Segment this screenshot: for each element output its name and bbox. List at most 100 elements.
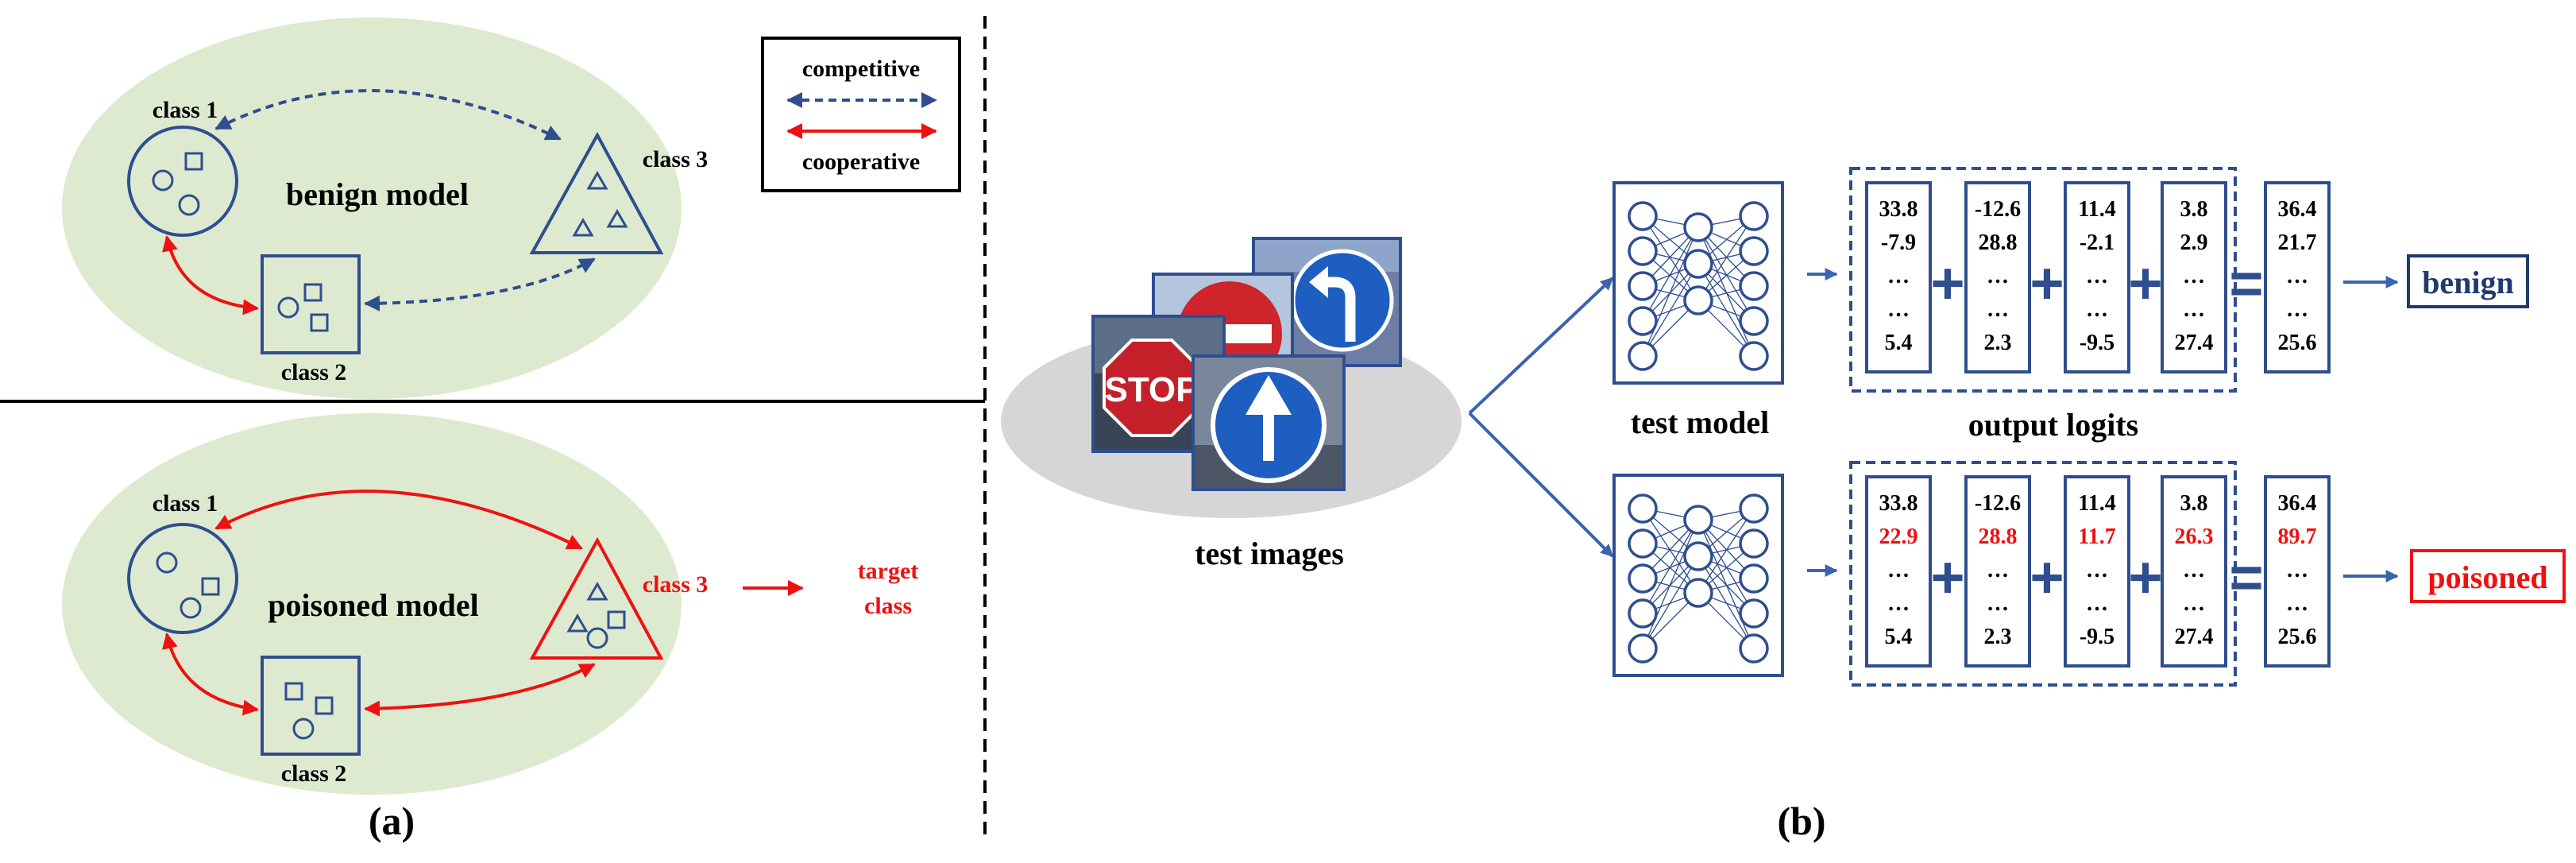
logit-sum-value: 21.7 [2278,230,2317,255]
benign-model-region: benign model class 1 class 2 class 3 [62,17,708,399]
panel-b-caption: (b) [1777,799,1825,843]
benign-result-label: benign [2422,265,2514,300]
legend-competitive-label: competitive [802,56,920,82]
logit-sum-value: 36.4 [2278,197,2317,222]
plus-symbol: + [2128,544,2162,610]
poisoned-logit-values: 33.8 22.9 … … 5.4 -12.6 28.8 … … 2.3 11.… [1879,491,2317,649]
test-images-group: STOP test images [1001,237,1462,571]
logit-value: -7.9 [1881,230,1916,255]
logit-vector-box [1865,181,1932,373]
benign-class1-circle [127,126,238,237]
poisoned-class1-circle-shape [156,551,178,574]
plus-symbol: + [1930,250,1964,316]
logit-value: … [2086,591,2108,616]
poisoned-class3-triangle-shape [566,613,589,633]
benign-class1-label: class 1 [153,97,218,123]
poisoned-model-region: poisoned model class 1 class 2 class 3 t… [62,413,918,795]
logit-sum-value: … [2286,558,2308,582]
target-class-label-line2: class [864,593,912,619]
logit-value: 2.3 [1984,625,2012,649]
benign-class2-square-shape [303,283,322,302]
benign-class1-square-shape [184,152,203,171]
logit-sum-value: … [2286,264,2308,288]
output-logits-label: output logits [1968,407,2139,443]
logit-value: 2.9 [2180,230,2208,255]
benign-class3-triangle [529,131,664,254]
benign-class2-circle-shape [277,296,299,319]
logit-vector-box [1865,475,1932,668]
legend-box: competitive cooperative [761,37,961,192]
logit-value: -2.1 [2080,230,2114,255]
benign-class3-triangle-shape [586,171,608,190]
plus-symbol: + [2030,250,2064,316]
test-model-network-bottom [1612,474,1784,677]
logit-value: … [2086,264,2108,288]
logit-value: 5.4 [1885,331,1913,355]
poisoned-class3-triangle-shape [586,582,608,601]
logit-value: 3.8 [2180,491,2208,516]
logit-value: 27.4 [2175,625,2214,649]
poisoned-class1-label: class 1 [153,490,218,517]
logit-vector-box [2064,475,2130,668]
plus-symbol: + [2030,544,2064,610]
logit-value: 5.4 [1885,625,1913,649]
benign-class2-label: class 2 [281,359,347,385]
logit-value: 33.8 [1879,197,1918,222]
logit-value: -12.6 [1975,491,2021,516]
poisoned-class1-circle [127,523,238,634]
logit-vector-box [2064,181,2130,373]
logit-sum-value: … [2286,591,2308,616]
poisoned-class3-label: class 3 [643,571,709,598]
logit-value-highlighted: 11.7 [2078,524,2115,549]
logit-value: … [1887,264,1910,288]
logit-value-highlighted: 28.8 [1979,524,2018,549]
poisoned-class2-circle-shape [292,718,315,740]
logit-sum-value: 25.6 [2278,331,2317,355]
logit-value: 2.3 [1984,331,2012,355]
logit-value: … [2183,591,2205,616]
test-model-label: test model [1631,404,1769,440]
fork-arrow-to-benign [1468,277,1614,415]
logit-value: … [1887,591,1910,616]
logit-sum-value: 25.6 [2278,625,2317,649]
poisoned-class3-square-shape [607,610,626,629]
logit-value: … [2086,558,2108,582]
poisoned-cooperative-arrow-1-2 [162,633,259,716]
logit-value: 33.8 [1879,491,1918,516]
logit-vector-box [2161,181,2227,373]
plus-symbol: + [1930,544,1964,610]
logit-sum-value-highlighted: 89.7 [2278,524,2317,549]
logit-value: … [2183,264,2205,288]
plus-symbol: + [2128,250,2162,316]
logit-value-highlighted: 26.3 [2175,524,2214,549]
poisoned-cooperative-arrow-2-3 [364,663,596,717]
logit-sum-value: … [2286,297,2308,322]
logit-value: … [1987,297,2009,322]
test-images-label: test images [1195,536,1344,571]
photo-left-turn-sign [1252,237,1402,367]
logits-frame-poisoned [1849,461,2237,687]
benign-logit-values: 33.8 -7.9 … … 5.4 -12.6 28.8 … … 2.3 11.… [1879,197,2317,355]
poisoned-cooperative-arrow-1-3 [214,490,583,550]
poisoned-class3-circle-shape [586,627,608,649]
legend-border [761,37,961,192]
logit-value: … [1987,264,2009,288]
logit-value: … [1987,558,2009,582]
legend-cooperative-label: cooperative [802,149,920,175]
stop-sign-text: STOP [1104,370,1199,409]
poisoned-class2-label: class 2 [281,760,347,787]
logit-sum-box [2264,181,2331,373]
poisoned-class2-square-shape [284,682,303,701]
poisoned-class2-square [261,656,361,756]
logit-value: … [1887,558,1910,582]
logit-sum-value: 36.4 [2278,491,2317,516]
benign-class3-label: class 3 [643,146,709,172]
logit-value: … [1887,297,1910,322]
logit-value: 28.8 [1979,230,2018,255]
panel-a-caption: (a) [369,799,415,843]
equals-symbol: = [2229,250,2263,316]
logit-value: 3.8 [2180,197,2208,222]
benign-class1-circle-shape [152,169,174,192]
poisoned-class2-square-shape [315,696,334,715]
benign-class2-square [261,254,361,354]
